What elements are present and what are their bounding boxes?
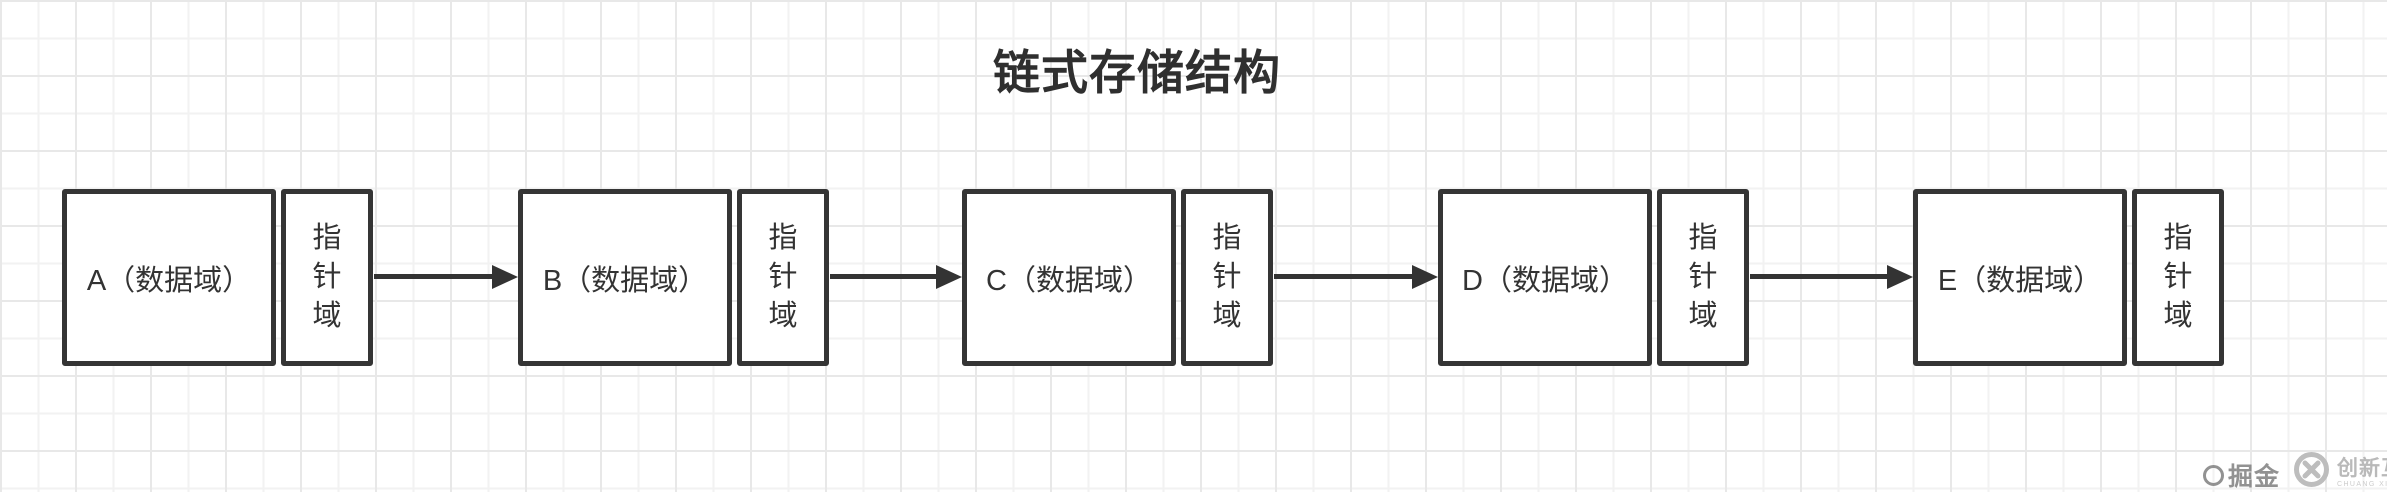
node-D-pointer-label: 指针域 [1688, 222, 1718, 332]
arrow-A-to-B [374, 265, 518, 289]
arrow-head-icon [492, 265, 518, 289]
juejin-mascot-icon [2203, 464, 2224, 486]
arrow-line [1274, 274, 1418, 279]
node-B-pointer-field: 指针域 [737, 189, 829, 366]
node-C-data-field: C（数据域） [962, 189, 1176, 366]
node-D-data-label: D（数据域） [1462, 264, 1628, 297]
node-C: C（数据域） 指针域 [962, 189, 1273, 366]
node-A-pointer-label: 指针域 [312, 222, 342, 332]
node-A-data-label: A（数据域） [86, 264, 252, 297]
node-D-data-field: D（数据域） [1438, 189, 1652, 366]
node-E: E（数据域） 指针域 [1913, 189, 2224, 366]
arrow-line [1750, 274, 1893, 279]
arrow-head-icon [936, 265, 962, 289]
brand-watermark: 创新互联 CHUANG XIN HU LIAN [2293, 451, 2387, 492]
diagram-title: 链式存储结构 [993, 46, 1281, 99]
arrow-head-icon [1412, 265, 1438, 289]
node-A: A（数据域） 指针域 [62, 189, 373, 366]
brand-logo-icon [2293, 451, 2330, 492]
node-D: D（数据域） 指针域 [1438, 189, 1749, 366]
node-B-data-label: B（数据域） [542, 264, 708, 297]
node-E-pointer-label: 指针域 [2163, 222, 2193, 332]
node-B-pointer-label: 指针域 [768, 222, 798, 332]
node-A-pointer-field: 指针域 [281, 189, 373, 366]
node-B-data-field: B（数据域） [518, 189, 732, 366]
arrow-D-to-E [1750, 265, 1913, 289]
juejin-watermark: 掘金 [2203, 457, 2280, 492]
node-E-pointer-field: 指针域 [2132, 189, 2224, 366]
arrow-C-to-D [1274, 265, 1438, 289]
node-C-pointer-field: 指针域 [1181, 189, 1273, 366]
brand-subtext: CHUANG XIN HU LIAN [2337, 480, 2387, 488]
arrow-B-to-C [830, 265, 962, 289]
node-C-pointer-label: 指针域 [1212, 222, 1242, 332]
node-B: B（数据域） 指针域 [518, 189, 829, 366]
node-C-data-label: C（数据域） [986, 264, 1152, 297]
node-E-data-field: E（数据域） [1913, 189, 2127, 366]
node-D-pointer-field: 指针域 [1657, 189, 1749, 366]
arrow-head-icon [1887, 265, 1913, 289]
arrow-line [374, 274, 498, 279]
brand-name: 创新互联 [2337, 456, 2387, 480]
brand-text-column: 创新互联 CHUANG XIN HU LIAN [2337, 457, 2387, 488]
node-A-data-field: A（数据域） [62, 189, 276, 366]
node-E-data-label: E（数据域） [1937, 264, 2103, 297]
juejin-watermark-text: 掘金 [2228, 463, 2281, 491]
arrow-line [830, 274, 942, 279]
